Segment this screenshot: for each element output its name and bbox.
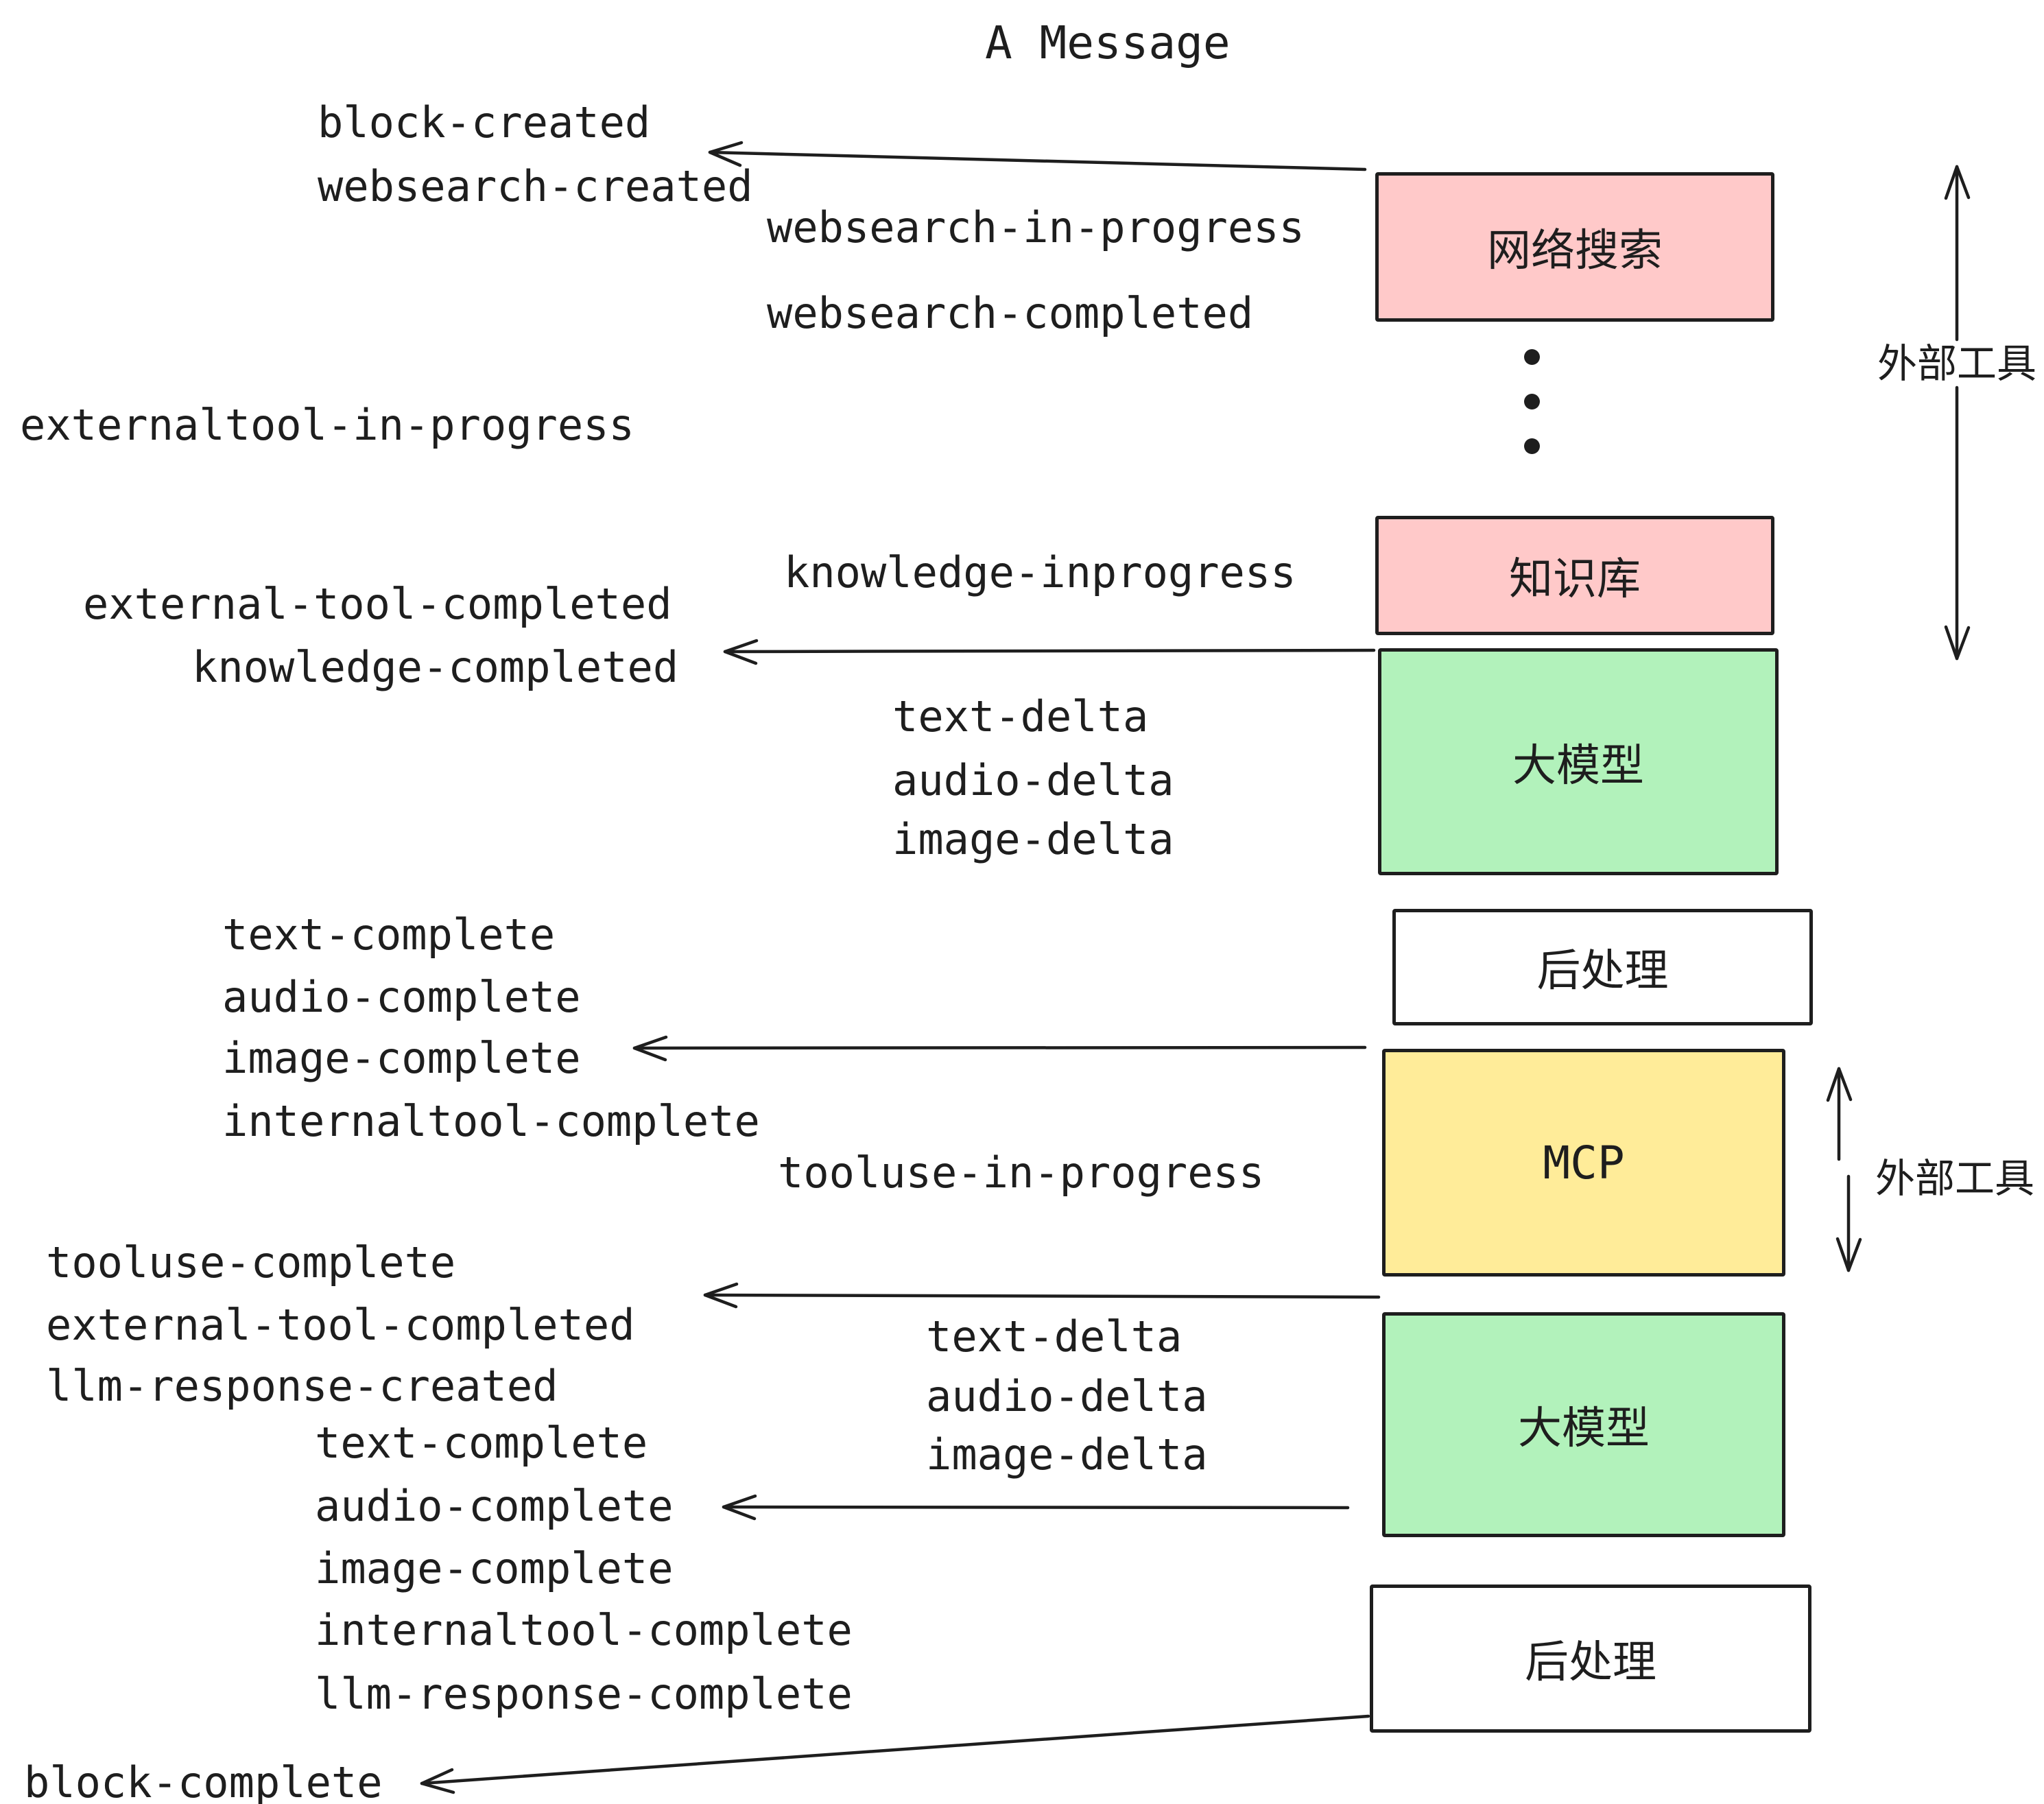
event-label-text-delta-1: text-delta [892,691,1149,741]
event-label-image-complete-2: image-complete [315,1543,674,1593]
event-label-websearch-created: websearch-created [318,161,753,211]
arrow-external-tools-up-2 [1826,1067,1853,1161]
event-label-audio-delta-1: audio-delta [892,755,1174,805]
box-post-1: 后处理 [1392,909,1813,1025]
box-post-2: 后处理 [1370,1585,1811,1733]
box-llm-1-label: 大模型 [1512,740,1644,792]
event-label-text-complete-1: text-complete [222,910,556,960]
arrow-external-tools-down-1 [1944,385,1971,661]
event-label-external-tool-completed-2: external-tool-completed [46,1300,635,1350]
event-label-externaltool-in-progress: externaltool-in-progress [20,400,634,450]
arrow-knowledge-completed [723,639,1376,665]
arrow-tooluse-complete [703,1282,1381,1309]
event-label-image-complete-1: image-complete [222,1033,581,1083]
event-label-knowledge-inprogress: knowledge-inprogress [784,547,1296,597]
event-label-audio-complete-2: audio-complete [315,1481,674,1531]
box-llm-2: 大模型 [1382,1312,1785,1537]
event-label-image-delta-2: image-delta [926,1429,1208,1480]
box-websearch: 网络搜索 [1375,172,1774,322]
arrow-external-tools-down-2 [1835,1174,1862,1272]
box-llm-2-label: 大模型 [1518,1403,1650,1454]
box-llm-1: 大模型 [1378,648,1779,875]
box-post-1-label: 后处理 [1536,946,1669,997]
event-label-audio-delta-2: audio-delta [926,1371,1208,1421]
event-label-audio-complete-1: audio-complete [222,972,581,1022]
ellipsis-dot-3 [1524,438,1540,454]
arrow-block-created [708,141,1367,171]
box-post-2-label: 后处理 [1525,1637,1656,1688]
event-label-tooluse-in-progress: tooluse-in-progress [778,1148,1265,1198]
box-knowledge-label: 知识库 [1509,554,1641,605]
event-label-block-complete: block-complete [24,1757,383,1804]
arrow-image-complete [632,1035,1367,1062]
page-title: A Message [985,16,1231,69]
event-label-external-tool-completed-1: external-tool-completed [83,579,672,629]
box-knowledge: 知识库 [1375,516,1774,635]
event-label-text-delta-2: text-delta [926,1312,1183,1362]
event-label-knowledge-completed: knowledge-completed [192,642,679,692]
arrow-block-complete [420,1714,1370,1794]
ellipsis-dot-2 [1524,394,1540,410]
arrow-audio-complete [722,1494,1350,1521]
event-label-block-created: block-created [318,97,651,147]
annotation-external-tools-2: 外部工具 [1875,1155,2035,1202]
event-label-internaltool-complete-2: internaltool-complete [315,1605,853,1655]
event-label-internaltool-complete-1: internaltool-complete [222,1096,760,1146]
event-label-llm-response-created: llm-response-created [46,1361,558,1411]
event-label-image-delta-1: image-delta [892,814,1174,864]
annotation-external-tools-1: 外部工具 [1877,340,2037,387]
box-mcp-label: MCP [1543,1136,1625,1189]
box-mcp: MCP [1382,1049,1785,1277]
event-label-tooluse-complete: tooluse-complete [46,1237,456,1287]
ellipsis-dot-1 [1524,349,1540,365]
event-label-llm-response-complete: llm-response-complete [315,1669,853,1719]
event-label-text-complete-2: text-complete [315,1418,648,1468]
event-label-websearch-in-progress: websearch-in-progress [767,202,1305,252]
arrow-external-tools-up-1 [1944,165,1971,342]
event-label-websearch-completed: websearch-completed [767,288,1254,338]
box-websearch-label: 网络搜索 [1487,226,1663,276]
